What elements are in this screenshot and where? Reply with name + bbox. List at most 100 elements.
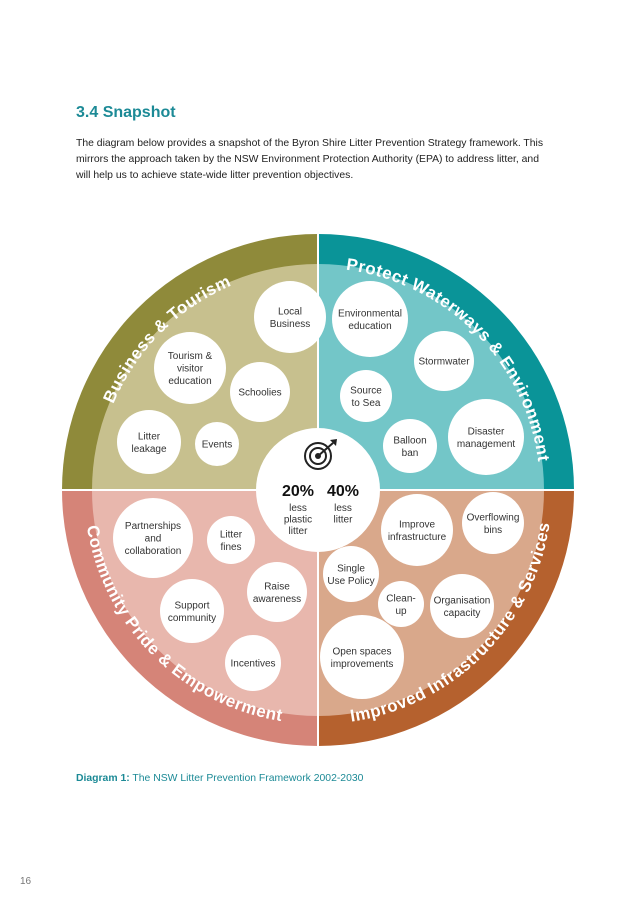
- bubble-label: Disaster: [468, 426, 505, 437]
- bubble-circle: [414, 331, 474, 391]
- bubble-label: community: [168, 613, 216, 624]
- bubble-label: Overflowing: [467, 512, 520, 523]
- bubble-organisation-capacity: Organisation capacity: [430, 574, 494, 638]
- bubble-events: Events: [195, 422, 239, 466]
- bubble-environmental-education: Environmental education: [332, 281, 408, 357]
- bubble-label: Balloon: [393, 435, 426, 446]
- bubble-circle: [160, 579, 224, 643]
- bubble-improve-infrastructure: Improve infrastructure: [381, 494, 453, 566]
- stat-value: 20%: [282, 483, 314, 500]
- bubble-label: Events: [202, 440, 233, 451]
- bubble-circle: [448, 399, 524, 475]
- bubble-circle: [225, 635, 281, 691]
- bubble-label: Open spaces: [333, 646, 392, 657]
- bubble-label: education: [348, 321, 391, 332]
- bubble-label: Single: [337, 563, 365, 574]
- bubble-circle: [195, 422, 239, 466]
- bubble-schoolies: Schoolies: [230, 362, 290, 422]
- bubble-label: Support: [174, 600, 209, 611]
- bubble-label: Environmental: [338, 308, 402, 319]
- bubble-circle: [117, 410, 181, 474]
- bubble-label: education: [168, 376, 211, 387]
- bubble-label: Incentives: [230, 659, 275, 670]
- bubble-label: management: [457, 439, 516, 450]
- bubble-label: up: [395, 606, 407, 617]
- caption-label: Diagram 1:: [76, 773, 130, 784]
- bubble-label: Source: [350, 385, 382, 396]
- bubble-label: Clean-: [386, 593, 415, 604]
- center-circle: [256, 428, 380, 552]
- bubble-label: Stormwater: [418, 357, 470, 368]
- bubble-label: Organisation: [434, 595, 491, 606]
- bubble-label: Tourism &: [168, 351, 213, 362]
- bubble-open-spaces-improvements: Open spaces improvements: [320, 615, 404, 699]
- bubble-label: Litter: [220, 529, 243, 540]
- bubble-clean-up: Clean-up: [378, 581, 424, 627]
- bubble-circle: [462, 492, 524, 554]
- bubble-label: capacity: [444, 608, 481, 619]
- bubble-label: Litter: [138, 431, 161, 442]
- bubble-label: collaboration: [125, 546, 182, 557]
- bubble-circle: [323, 546, 379, 602]
- litter-prevention-framework-diagram: Business & Tourism Protect Waterways & E…: [62, 234, 574, 746]
- bubble-label: Partnerships: [125, 521, 181, 532]
- stat-description: litter: [334, 515, 354, 526]
- bubble-overflowing-bins: Overflowing bins: [462, 492, 524, 554]
- bubble-label: improvements: [331, 659, 394, 670]
- bubble-label: ban: [402, 448, 419, 459]
- bubble-label: Improve: [399, 519, 436, 530]
- stat-description: less: [289, 503, 307, 514]
- bubble-label: bins: [484, 525, 502, 536]
- bubble-label: Business: [270, 319, 311, 330]
- bubble-circle: [154, 332, 226, 404]
- bubble-circle: [383, 419, 437, 473]
- bubble-label: to Sea: [352, 398, 381, 409]
- bubble-label: Local: [278, 306, 302, 317]
- bubble-label: Raise: [264, 581, 290, 592]
- bubble-circle: [378, 581, 424, 627]
- bubble-circle: [430, 574, 494, 638]
- page-number: 16: [20, 876, 32, 887]
- bubble-circle: [247, 562, 307, 622]
- bubble-raise-awareness: Raise awareness: [247, 562, 307, 622]
- bubble-label: fines: [220, 542, 241, 553]
- stat-value: 40%: [327, 483, 359, 500]
- bubble-balloon-ban: Balloon ban: [383, 419, 437, 473]
- bubble-circle: [207, 516, 255, 564]
- section-heading: 3.4 Snapshot: [76, 104, 176, 121]
- bubble-label: Use Policy: [327, 576, 374, 587]
- bubble-circle: [320, 615, 404, 699]
- bubble-label: visitor: [177, 364, 204, 375]
- bubble-circle: [254, 281, 326, 353]
- bubble-circle: [340, 370, 392, 422]
- bubble-disaster-management: Disaster management: [448, 399, 524, 475]
- bubble-litter-fines: Litter fines: [207, 516, 255, 564]
- caption-text: The NSW Litter Prevention Framework 2002…: [132, 773, 364, 784]
- stat-description: plastic: [284, 515, 312, 526]
- bubble-incentives: Incentives: [225, 635, 281, 691]
- diagram-caption: Diagram 1: The NSW Litter Prevention Fra…: [76, 773, 363, 784]
- bubble-circle: [332, 281, 408, 357]
- bubble-circle: [230, 362, 290, 422]
- bubble-stormwater: Stormwater: [414, 331, 474, 391]
- bubble-label: infrastructure: [388, 532, 447, 543]
- target-icon: [304, 439, 337, 470]
- bubble-label: and: [145, 534, 162, 545]
- stat-description: less: [334, 503, 352, 514]
- bubble-circle: [113, 498, 193, 578]
- bubble-label: leakage: [131, 444, 166, 455]
- bubble-litter-leakage: Litter leakage: [117, 410, 181, 474]
- bubble-source-to-sea: Source to Sea: [340, 370, 392, 422]
- bubble-circle: [381, 494, 453, 566]
- stat-description: litter: [289, 526, 309, 537]
- bubble-label: Schoolies: [238, 388, 281, 399]
- intro-paragraph: The diagram below provides a snapshot of…: [76, 138, 544, 181]
- bubble-label: awareness: [253, 594, 301, 605]
- bubble-support-community: Support community: [160, 579, 224, 643]
